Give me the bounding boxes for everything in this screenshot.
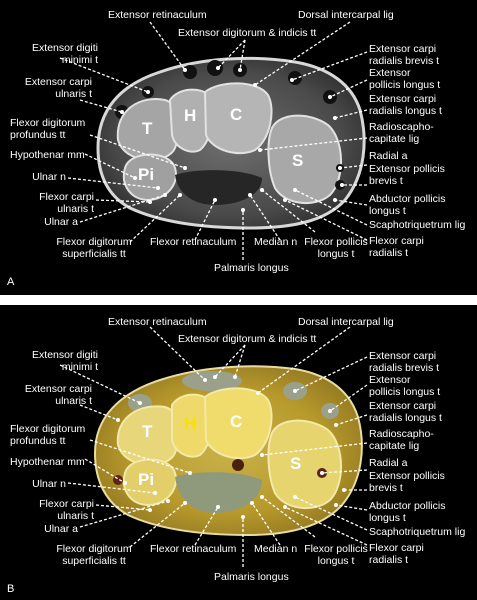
label-dorsal-intercarpal-lig: Dorsal intercarpal lig	[298, 9, 394, 21]
label-flexor-carpi-ulnaris: Flexor carpi ulnaris t	[39, 498, 94, 522]
panel-b-anatomical: T H C S Pi Extensor retinaculum Dorsal i…	[0, 305, 477, 600]
label-radial-a: Radial a	[369, 457, 408, 469]
mri-cross-section	[59, 21, 368, 260]
label-flexor-retinaculum: Flexor retinaculum	[150, 543, 237, 555]
bone-label-hamate: H	[184, 106, 197, 125]
label-ulnar-a: Ulnar a	[44, 216, 78, 228]
bone-label-capitate: C	[230, 105, 243, 124]
label-ulnar-n: Ulnar n	[32, 171, 66, 183]
panel-a-mri: T H C S Pi Extensor retinaculum Dorsal i…	[0, 0, 477, 295]
label-extensor-digitorum-indicis: Extensor digitorum & indicis tt	[178, 27, 317, 39]
label-extensor-carpi-radialis-longus: Extensor carpi radialis longus t	[369, 93, 442, 117]
label-flexor-pollicis-longus: Flexor pollicis longus t	[304, 543, 368, 567]
anatomical-cross-section	[59, 326, 368, 567]
label-flexor-pollicis-longus: Flexor pollicis longus t	[304, 236, 368, 260]
label-abductor-pollicis-longus: Abductor pollicis longus t	[369, 193, 446, 217]
label-extensor-digiti-minimi: Extensor digiti minimi t	[32, 349, 98, 373]
label-flexor-digitorum-superficialis: Flexor digitorum superficialis tt	[56, 236, 132, 260]
label-scaphotriquetrum-lig: Scaphotriquetrum lig	[369, 526, 466, 538]
label-flexor-retinaculum: Flexor retinaculum	[150, 236, 237, 248]
label-palmaris-longus: Palmaris longus	[214, 571, 289, 583]
label-radial-a: Radial a	[369, 150, 408, 162]
label-extensor-pollicis-brevis: Extensor pollicis brevis t	[369, 163, 445, 187]
label-dorsal-intercarpal-lig: Dorsal intercarpal lig	[298, 316, 394, 328]
label-hypothenar-mm: Hypothenar mm	[10, 456, 85, 468]
label-flexor-digitorum-profundus: Flexor digitorum profundus tt	[10, 117, 86, 141]
label-radioscaphocapitate-lig: Radioscapho- capitate lig	[369, 428, 434, 452]
bone-label-scaphoid: S	[292, 151, 304, 170]
label-hypothenar-mm: Hypothenar mm	[10, 149, 85, 161]
label-extensor-carpi-radialis-brevis: Extensor carpi radialis brevis t	[369, 43, 440, 67]
label-flexor-digitorum-superficialis: Flexor digitorum superficialis tt	[56, 543, 132, 567]
label-median-n: Median n	[254, 543, 298, 555]
label-median-n: Median n	[254, 236, 298, 248]
label-abductor-pollicis-longus: Abductor pollicis longus t	[369, 500, 446, 524]
label-scaphotriquetrum-lig: Scaphotriquetrum lig	[369, 219, 466, 231]
bone-label-pisiform: Pi	[138, 470, 155, 489]
bone-label-hamate: H	[184, 414, 197, 433]
panel-letter-a: A	[7, 276, 15, 288]
label-extensor-pollicis-brevis: Extensor pollicis brevis t	[369, 470, 445, 494]
label-extensor-retinaculum: Extensor retinaculum	[108, 316, 207, 328]
panel-letter-b: B	[7, 583, 15, 595]
label-ulnar-n: Ulnar n	[32, 478, 66, 490]
label-extensor-digiti-minimi: Extensor digiti minimi t	[32, 42, 98, 66]
label-flexor-digitorum-profundus: Flexor digitorum profundus tt	[10, 423, 86, 447]
label-extensor-retinaculum: Extensor retinaculum	[108, 9, 207, 21]
label-ulnar-a: Ulnar a	[44, 523, 78, 535]
bone-label-triquetrum: T	[142, 119, 153, 138]
bone-label-scaphoid: S	[290, 454, 302, 473]
leader-lines-b	[59, 326, 368, 567]
leader-lines-a	[59, 21, 368, 260]
label-radioscaphocapitate-lig: Radioscapho- capitate lig	[369, 121, 434, 145]
label-flexor-carpi-radialis: Flexor carpi radialis t	[369, 542, 424, 566]
label-flexor-carpi-radialis: Flexor carpi radialis t	[369, 235, 424, 259]
label-palmaris-longus: Palmaris longus	[214, 262, 289, 274]
label-flexor-carpi-ulnaris: Flexor carpi ulnaris t	[39, 191, 94, 215]
bone-label-triquetrum: T	[142, 422, 153, 441]
bone-label-capitate: C	[230, 412, 243, 431]
label-extensor-carpi-radialis-brevis: Extensor carpi radialis brevis t	[369, 350, 440, 374]
label-extensor-pollicis-longus: Extensor pollicis longus t	[369, 374, 441, 398]
label-extensor-carpi-radialis-longus: Extensor carpi radialis longus t	[369, 400, 442, 424]
label-extensor-digitorum-indicis: Extensor digitorum & indicis tt	[178, 333, 317, 345]
bone-label-pisiform: Pi	[138, 165, 155, 184]
label-extensor-pollicis-longus: Extensor pollicis longus t	[369, 67, 441, 91]
label-extensor-carpi-ulnaris: Extensor carpi ulnaris t	[24, 76, 92, 100]
label-extensor-carpi-ulnaris: Extensor carpi ulnaris t	[24, 383, 92, 407]
